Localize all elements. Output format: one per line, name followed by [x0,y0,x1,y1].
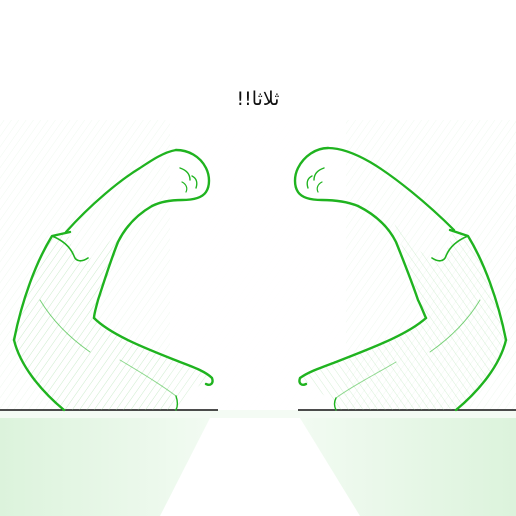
caption-text: ثلاثا!! [236,88,280,110]
left-flexing-arm [12,148,214,412]
right-flexing-arm [293,146,508,412]
floor [0,410,516,516]
